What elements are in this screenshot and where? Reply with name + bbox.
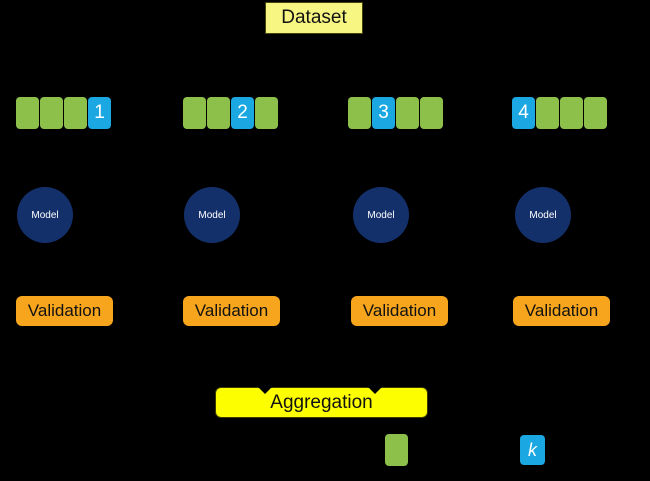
train-fold-square: [396, 97, 419, 129]
model-circle-4: Model: [515, 187, 571, 243]
aggregation-box: Aggregation: [215, 387, 428, 418]
train-fold-square: [207, 97, 230, 129]
dataset-box: Dataset: [265, 2, 363, 34]
model-label: Model: [529, 209, 557, 221]
test-fold-square: 3: [372, 97, 395, 129]
model-label: Model: [31, 209, 59, 221]
validation-label: Validation: [27, 301, 102, 320]
dataset-label: Dataset: [281, 7, 347, 28]
validation-box-4: Validation: [513, 296, 610, 326]
model-label: Model: [367, 209, 395, 221]
train-fold-square: [255, 97, 278, 129]
model-circle-1: Model: [17, 187, 73, 243]
validation-box-3: Validation: [351, 296, 448, 326]
arrowhead-notch: [368, 387, 382, 394]
validation-label: Validation: [524, 301, 599, 320]
train-fold-square: [16, 97, 39, 129]
test-fold-square: 4: [512, 97, 535, 129]
train-fold-square: [560, 97, 583, 129]
model-label: Model: [198, 209, 226, 221]
legend-k-label: k: [528, 439, 537, 460]
legend-k-square: k: [520, 435, 545, 465]
train-fold-square: [64, 97, 87, 129]
test-fold-square: 1: [88, 97, 111, 129]
train-fold-square: [536, 97, 559, 129]
validation-label: Validation: [362, 301, 437, 320]
train-fold-square: [420, 97, 443, 129]
train-fold-square: [40, 97, 63, 129]
fold-3-squares: 3: [348, 97, 443, 129]
legend-train-square: [385, 434, 408, 466]
validation-label: Validation: [194, 301, 269, 320]
train-fold-square: [348, 97, 371, 129]
validation-box-1: Validation: [16, 296, 113, 326]
fold-1-squares: 1: [16, 97, 111, 129]
fold-4-squares: 4: [512, 97, 607, 129]
model-circle-3: Model: [353, 187, 409, 243]
fold-2-squares: 2: [183, 97, 278, 129]
train-fold-square: [183, 97, 206, 129]
validation-box-2: Validation: [183, 296, 280, 326]
model-circle-2: Model: [184, 187, 240, 243]
arrowhead-notch: [258, 387, 272, 394]
aggregation-label: Aggregation: [270, 391, 373, 413]
train-fold-square: [584, 97, 607, 129]
test-fold-square: 2: [231, 97, 254, 129]
